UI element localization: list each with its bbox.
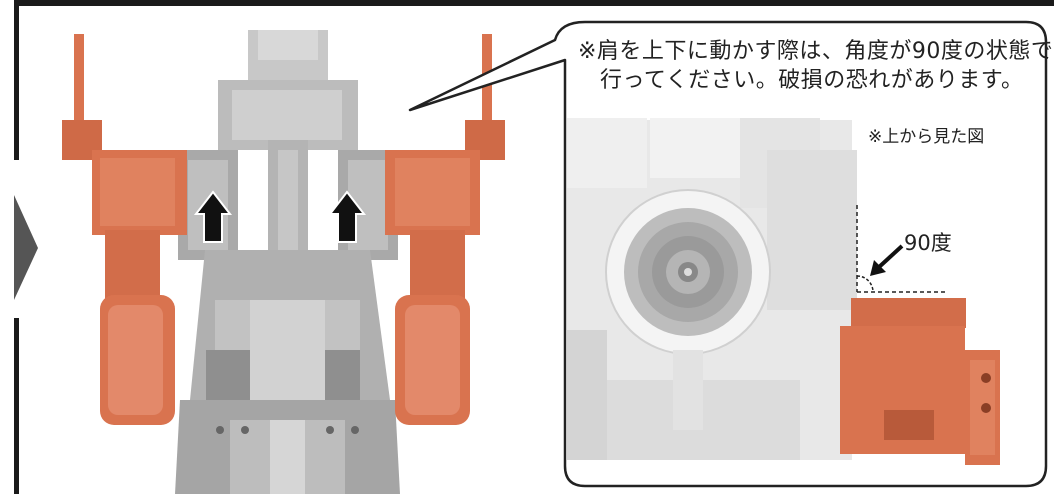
angle-label: 90度 — [904, 231, 952, 255]
leader-arrow-icon — [870, 244, 904, 276]
left-border-top — [14, 0, 19, 160]
up-arrow-icon — [327, 190, 367, 243]
view-note: ※上から見た図 — [868, 127, 985, 147]
up-arrow-icon — [193, 190, 233, 243]
top-view-inset — [567, 118, 1000, 465]
left-border-bottom — [14, 318, 19, 494]
next-step-tab-icon[interactable] — [14, 195, 38, 300]
callout-line-2: 行ってください。破損の恐れがあります。 — [600, 68, 1024, 93]
top-border — [14, 0, 1054, 6]
callout-line-1: ※肩を上下に動かす際は、角度が90度の状態で — [578, 39, 1054, 64]
